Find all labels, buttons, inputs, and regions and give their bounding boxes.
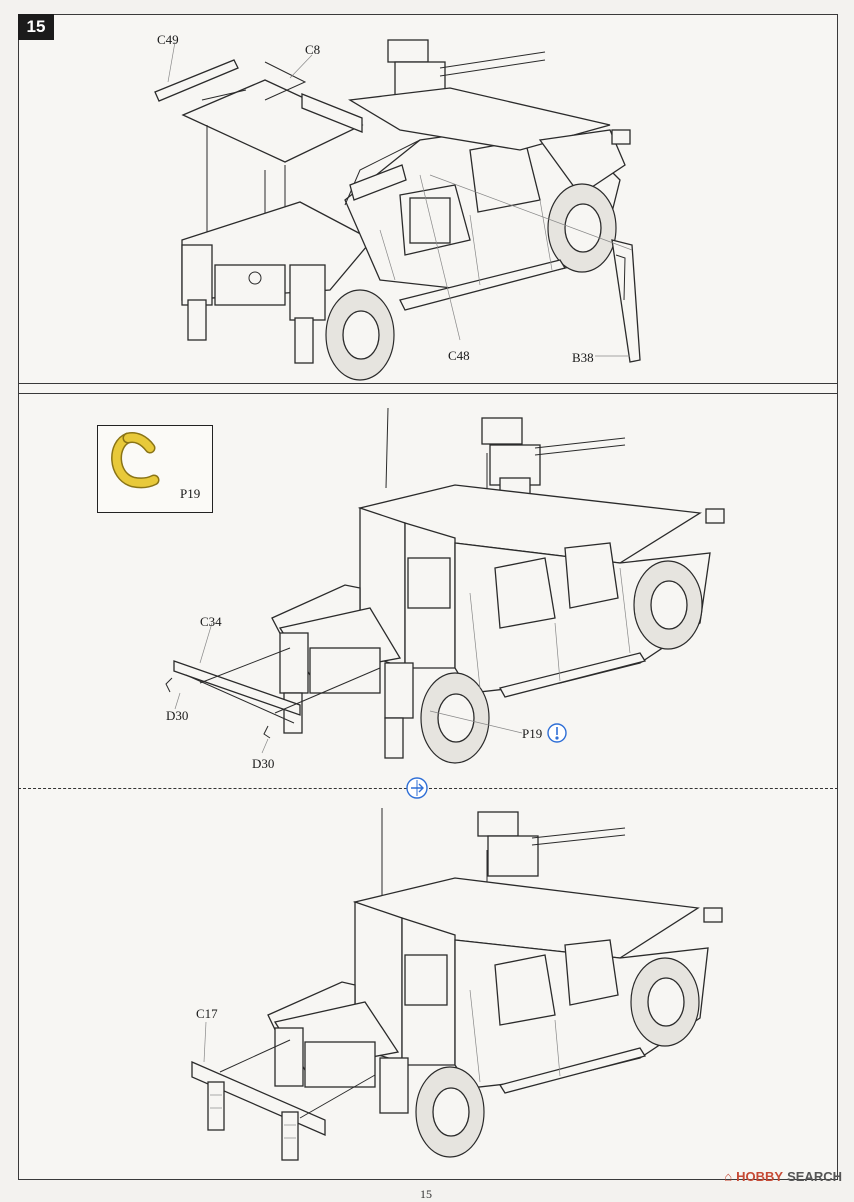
part-label-d30-bottom: D30 xyxy=(252,756,275,771)
align-flip-icon xyxy=(406,777,428,799)
watermark-brand: HOBBY xyxy=(736,1169,784,1184)
part-label-c34: C34 xyxy=(200,614,222,629)
watermark-logo-icon: ⌂ xyxy=(724,1169,733,1184)
inset-label-p19: P19 xyxy=(180,486,201,501)
part-label-b38: B38 xyxy=(572,350,594,365)
part-label-d30-left: D30 xyxy=(166,708,189,723)
p19-handle-part xyxy=(111,432,160,489)
vehicle-rear-assembly-2 xyxy=(165,407,725,764)
panel-divider-dashed xyxy=(18,788,838,789)
watermark: ⌂ HOBBY SEARCH xyxy=(724,1169,842,1184)
part-label-c49: C49 xyxy=(157,32,179,47)
part-label-c48: C48 xyxy=(448,348,470,363)
part-label-p19: P19 xyxy=(522,726,543,741)
panel-divider-1b xyxy=(18,393,838,394)
step-number-badge: 15 xyxy=(18,14,54,40)
vehicle-rear-assembly-1 xyxy=(154,39,641,381)
detail-inset-p19: P19 xyxy=(97,425,213,513)
watermark-suffix: SEARCH xyxy=(787,1169,842,1184)
part-label-c8: C8 xyxy=(305,42,321,57)
panel-divider-1 xyxy=(18,383,838,384)
glue-icon xyxy=(547,723,567,743)
page-number: 15 xyxy=(420,1187,432,1201)
vehicle-rear-assembly-3 xyxy=(191,808,723,1161)
part-label-c17: C17 xyxy=(196,1006,218,1021)
